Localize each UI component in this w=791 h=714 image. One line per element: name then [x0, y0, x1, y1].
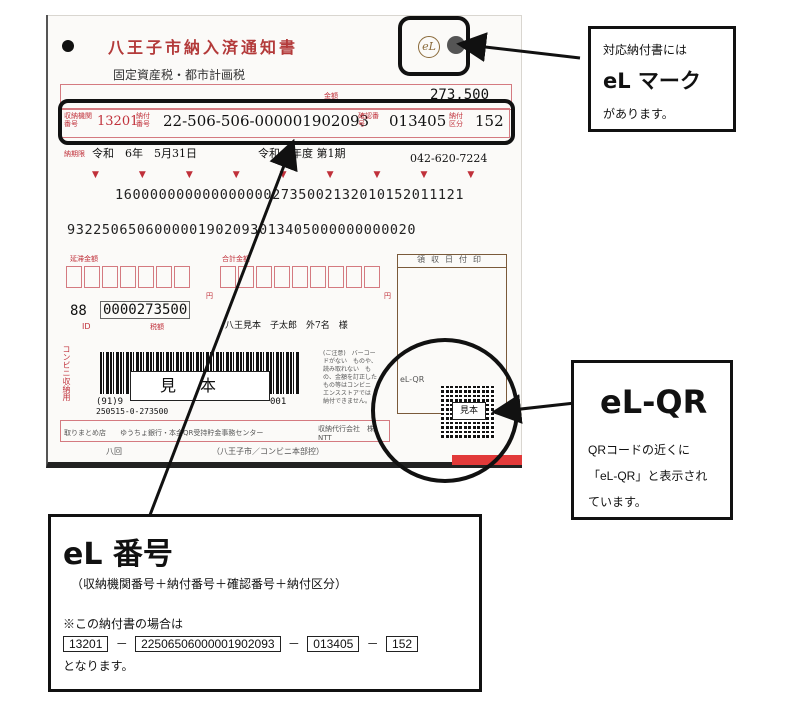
callout-el-qr-title: eL-QR — [600, 383, 708, 421]
dash-1: － — [115, 637, 128, 651]
yen-1: 円 — [206, 292, 213, 300]
collection-agency-label: 収納機関番号 — [64, 112, 92, 128]
el-number-composition: 13201 － 22506506000001902093 － 013405 － … — [63, 635, 419, 652]
callout-el-qr-line1: QRコードの近くに — [588, 443, 691, 457]
category-label: 納付区分 — [449, 112, 463, 128]
footer-left: 八回 — [106, 447, 122, 456]
callout-el-number-ending: となります。 — [63, 659, 134, 673]
yucho-text: ゆうちょ銀行・本金QR受持貯金事務センター — [120, 429, 264, 437]
total-boxes — [220, 266, 380, 288]
collection-agency-value: 13201 — [97, 114, 139, 129]
agent-text: 収納代行会社 株NTT — [318, 425, 374, 442]
callout-el-mark-line3: があります。 — [603, 107, 674, 121]
handling-label: 取りまとめ店 — [64, 429, 106, 437]
conveni-label: コンビニ収納用 — [62, 345, 71, 401]
el-part-payment: 22506506000001902093 — [135, 636, 281, 652]
el-mark-icon: eL — [418, 36, 440, 58]
dash-3: － — [366, 637, 379, 651]
payment-no-label: 納付番号 — [136, 112, 150, 128]
callout-el-mark: 対応納付書には eL マーク があります。 — [588, 26, 736, 132]
callout-el-number-title: eL 番号 — [63, 537, 173, 572]
barcode-number-2: 250515-0-273500 — [96, 407, 169, 416]
punch-hole — [62, 40, 74, 52]
arrow-to-qr — [491, 394, 576, 424]
amount-field — [60, 84, 512, 110]
amount-label: 金額 — [324, 92, 338, 100]
id-amount: 0000273500 — [100, 301, 191, 319]
callout-el-number: eL 番号 （収納機関番号＋納付番号＋確認番号＋納付区分） ※この納付書の場合は… — [48, 514, 482, 692]
total-label: 合計金額 — [222, 255, 250, 263]
id-label: ID — [82, 322, 91, 331]
late-fee-boxes — [66, 266, 190, 288]
phone-number: 042-620-7224 — [410, 152, 488, 165]
callout-el-number-formula: （収納機関番号＋納付番号＋確認番号＋納付区分） — [71, 577, 348, 591]
barcode-number-3: 001 — [270, 397, 287, 407]
confirm-no-value: 013405 — [389, 112, 447, 130]
receipt-stamp-label: 領収日付印 — [397, 254, 507, 268]
payer-name: 八王見本 子太郎 外7名 様 — [225, 321, 348, 331]
due-date: 令和 6年 5月31日 — [92, 147, 197, 160]
triangle-markers: ▼▼▼▼▼▼▼▼▼ — [92, 170, 515, 180]
late-fee-label: 延滞金額 — [70, 255, 98, 263]
slip-shadow — [46, 15, 522, 468]
tax-label: 税額 — [150, 323, 164, 331]
callout-el-mark-line1: 対応納付書には — [603, 43, 688, 57]
callout-el-number-note: ※この納付書の場合は — [63, 617, 184, 631]
payment-no-value: 22-506-506-000001902093 — [163, 112, 370, 130]
ocr-line-1: 1600000000000000002735002132010152011121 — [115, 187, 465, 203]
confirm-no-label: 確認番号 — [358, 112, 379, 128]
id-prefix: 88 — [70, 303, 87, 319]
slip-title: 八王子市納入済通知書 — [108, 38, 299, 57]
yen-2: 円 — [384, 292, 391, 300]
ocr-line-2: 9322506506000001902093013405000000000020 — [67, 222, 417, 238]
callout-el-qr-line2: 「eL-QR」と表示され — [588, 469, 708, 483]
arrow-to-el-number — [148, 138, 298, 516]
callout-el-qr-line3: ています。 — [588, 495, 647, 509]
el-part-confirm: 013405 — [307, 636, 360, 652]
due-label: 納期限 — [64, 150, 85, 158]
el-part-agency: 13201 — [63, 636, 109, 652]
arrow-to-el-mark — [456, 32, 581, 62]
dash-2: － — [287, 637, 300, 651]
barcode-number-1: (91)9 — [96, 397, 124, 407]
callout-el-qr: eL-QR QRコードの近くに 「eL-QR」と表示され ています。 — [571, 360, 733, 520]
callout-el-mark-title: eL マーク — [603, 69, 701, 93]
el-part-category: 152 — [386, 636, 419, 652]
footer-center: （八王子市／コンビニ本部控） — [212, 447, 324, 456]
category-value: 152 — [475, 112, 504, 130]
tax-type: 固定資産税・都市計画税 — [113, 68, 246, 82]
